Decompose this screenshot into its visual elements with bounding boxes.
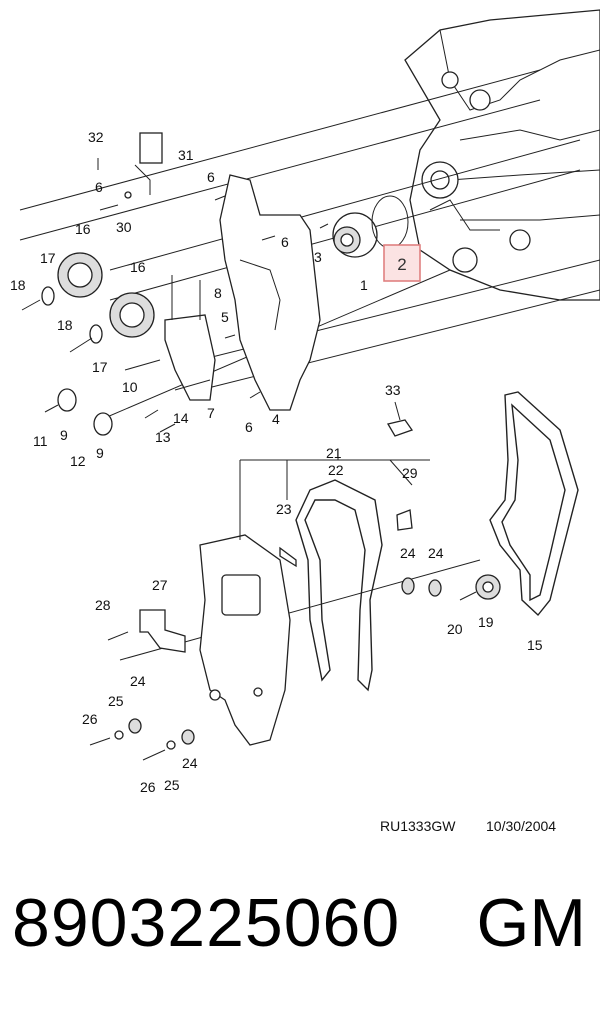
label-25: 25 [164,777,180,793]
part-number: 8903225060 [12,885,401,961]
label-9: 9 [96,445,104,461]
label-32: 32 [88,129,104,145]
label-26: 26 [82,711,98,727]
part-labels: 32 31 6 30 6 6 16 17 18 16 8 3 1 5 18 17… [10,129,543,795]
label-19: 19 [478,614,494,630]
diagram-reference-code: RU1333GW [380,818,456,834]
highlighted-part-callout-box [383,244,421,282]
label-23: 23 [276,501,292,517]
camshaft-pulleys [21,252,155,353]
label-7: 7 [207,405,215,421]
label-27: 27 [152,577,168,593]
front-timing-cover [199,534,297,746]
label-25: 25 [108,693,124,709]
label-4: 4 [272,411,280,427]
label-18: 18 [57,317,73,333]
label-28: 28 [95,597,111,613]
water-pump [332,195,409,258]
diagram-date: 10/30/2004 [486,818,556,834]
cover-bracket [107,609,186,653]
label-21: 21 [326,445,342,461]
label-29: 29 [402,465,418,481]
rear-timing-cover [219,174,321,411]
label-9: 9 [60,427,68,443]
label-12: 12 [70,453,86,469]
label-15: 15 [527,637,543,653]
idler-bracket [44,275,261,436]
label-33: 33 [385,382,401,398]
label-6: 6 [207,169,215,185]
label-1: 1 [360,277,368,293]
label-24: 24 [130,673,146,689]
label-31: 31 [178,147,194,163]
label-16: 16 [75,221,91,237]
timing-belt [295,479,383,692]
highlighted-part-callout: 2 [397,255,406,274]
label-6: 6 [95,179,103,195]
label-24: 24 [428,545,444,561]
lower-fasteners [89,718,195,761]
label-24: 24 [182,755,198,771]
label-17: 17 [92,359,108,375]
timing-belt-exploded-diagram: 2 32 31 6 30 6 6 16 17 18 16 8 3 1 5 18 … [10,9,600,834]
label-10: 10 [122,379,138,395]
brand-name: GM [476,885,586,961]
label-8: 8 [214,285,222,301]
tensioner [386,419,501,601]
label-5: 5 [221,309,229,325]
leader-lines [239,401,430,540]
label-11: 11 [33,433,48,449]
label-16: 16 [130,259,146,275]
label-22: 22 [328,462,344,478]
label-20: 20 [447,621,463,637]
label-17: 17 [40,250,56,266]
label-30: 30 [116,219,132,235]
label-13: 13 [155,429,171,445]
label-3: 3 [314,249,322,265]
label-14: 14 [173,410,189,426]
sensor-bracket [97,132,329,241]
label-6: 6 [245,419,253,435]
engine-block [404,9,600,301]
label-24: 24 [400,545,416,561]
label-26: 26 [140,779,156,795]
label-6: 6 [281,234,289,250]
accessory-belt [489,391,579,617]
label-18: 18 [10,277,26,293]
